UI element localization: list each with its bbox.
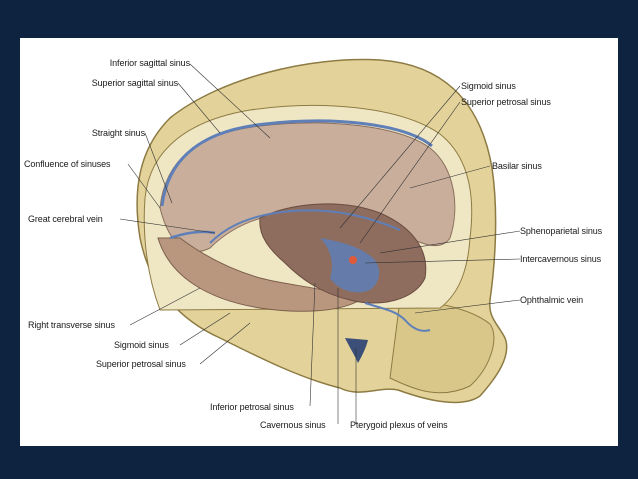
label-inferior-sagittal-sinus: Inferior sagittal sinus xyxy=(109,58,190,68)
label-great-cerebral-vein: Great cerebral vein xyxy=(28,214,103,224)
label-superior-petrosal-sinus-left: Superior petrosal sinus xyxy=(96,359,186,369)
skull-illustration xyxy=(119,58,521,424)
label-sphenoparietal-sinus: Sphenoparietal sinus xyxy=(520,226,603,236)
label-straight-sinus: Straight sinus xyxy=(91,128,145,138)
label-sigmoid-sinus-right: Sigmoid sinus xyxy=(461,81,516,91)
superior-sagittal-sinus xyxy=(160,119,433,207)
ophthalmic-vein xyxy=(364,302,431,332)
label-ophthalmic-vein: Ophthalmic vein xyxy=(520,295,584,305)
label-basilar-sinus: Basilar sinus xyxy=(492,161,542,171)
label-sigmoid-sinus-left: Sigmoid sinus xyxy=(114,340,169,350)
diagram-panel: Inferior sagittal sinus Superior sagitta… xyxy=(20,38,618,446)
inferior-sagittal-sinus xyxy=(209,209,401,244)
label-right-transverse-sinus: Right transverse sinus xyxy=(28,320,115,330)
pituitary xyxy=(349,256,357,264)
label-confluence-of-sinuses: Confluence of sinuses xyxy=(24,159,111,169)
skull-base xyxy=(389,299,495,394)
label-superior-sagittal-sinus: Superior sagittal sinus xyxy=(91,78,178,88)
label-cavernous-sinus: Cavernous sinus xyxy=(260,420,326,430)
label-inferior-petrosal-sinus: Inferior petrosal sinus xyxy=(210,402,294,412)
label-pterygoid-plexus-of-veins: Pterygoid plexus of veins xyxy=(350,420,448,430)
label-intercavernous-sinus: Intercavernous sinus xyxy=(520,254,602,264)
cavernous-sinus xyxy=(320,238,380,293)
pterygoid-plexus xyxy=(345,338,368,363)
leader-lines xyxy=(119,63,521,424)
label-superior-petrosal-sinus-right: Superior petrosal sinus xyxy=(461,97,551,107)
